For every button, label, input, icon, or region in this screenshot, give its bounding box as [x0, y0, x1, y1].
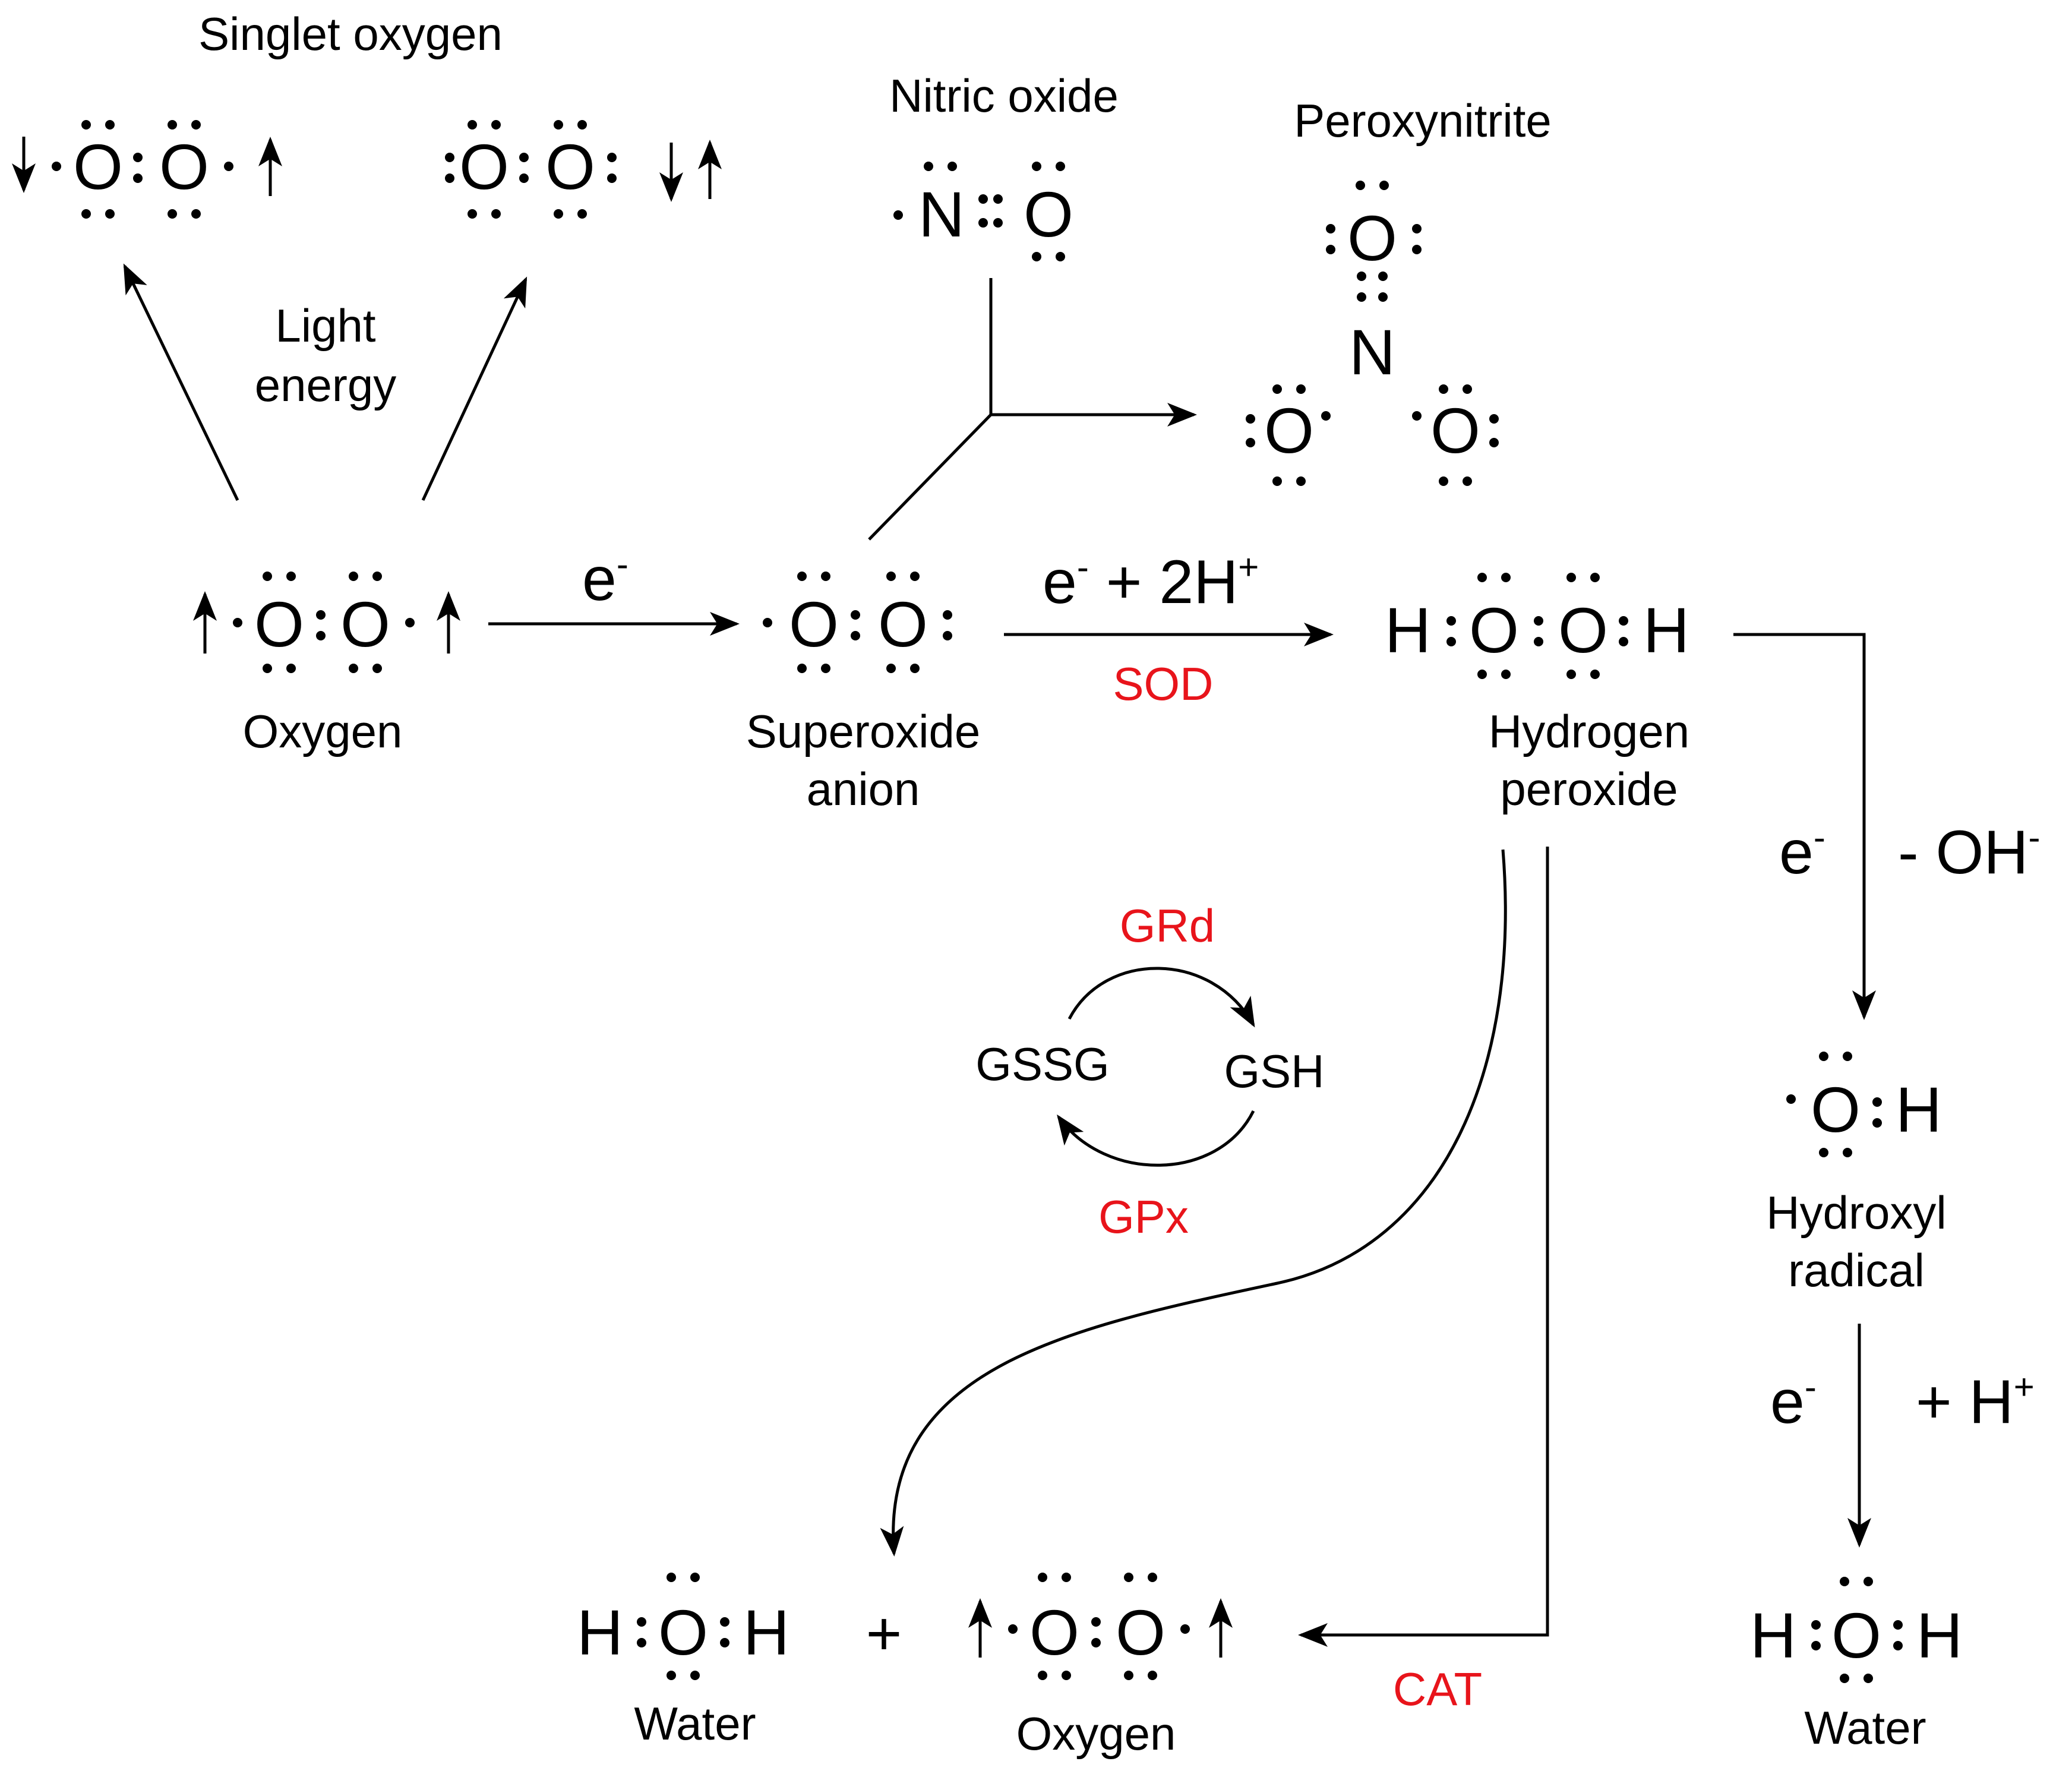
oxygen-atom: O — [1831, 1599, 1881, 1671]
hydrogen-atom: H — [1916, 1599, 1963, 1671]
gsh-label: GSH — [1224, 1045, 1324, 1097]
nitrogen-atom: N — [1349, 316, 1395, 388]
grd-enzyme-label: GRd — [1120, 899, 1215, 952]
oxygen-atom: O — [658, 1596, 708, 1668]
light-arrow-right — [421, 276, 528, 501]
gssg-label: GSSG — [975, 1038, 1109, 1090]
nitric-oxide-label: Nitric oxide — [889, 70, 1119, 122]
superoxide-connector-line — [868, 413, 992, 541]
sod-enzyme-label: SOD — [1113, 658, 1213, 710]
light-energy-label-line2: energy — [255, 359, 397, 411]
oxygen-structure: O O — [193, 572, 460, 673]
superoxide-label-line2: anion — [807, 763, 920, 815]
oxygen-atom: O — [459, 131, 509, 203]
hydrogen-atom: H — [577, 1596, 623, 1668]
hydroxyl-radical-structure: O H — [1786, 1052, 1942, 1157]
oxygen-atom: O — [1024, 178, 1073, 250]
oxygen-atom: O — [1558, 594, 1608, 666]
hydrogen-atom: H — [1750, 1599, 1796, 1671]
water-structure-right: H O H — [1750, 1577, 1963, 1683]
oxygen-atom: O — [1264, 394, 1314, 466]
oxygen-atom: O — [1811, 1074, 1861, 1145]
oxygen-atom: O — [1347, 202, 1397, 274]
hydrogen-atom: H — [1385, 594, 1431, 666]
hydroxide-loss-label: - OH- — [1898, 817, 2041, 887]
light-energy-label-line1: Light — [275, 299, 375, 352]
water-electron-label: e- — [1770, 1367, 1817, 1437]
peroxynitrite-structure: O N O O — [1246, 181, 1499, 486]
singlet-oxygen-structure-2: O O — [445, 120, 722, 219]
oxygen-atom: O — [1469, 594, 1519, 666]
water-structure-left: H O H — [577, 1573, 789, 1680]
singlet-oxygen-structure-1: O O — [12, 120, 282, 219]
electron-label: e- — [582, 544, 628, 614]
hydrogen-peroxide-label-line2: peroxide — [1500, 763, 1678, 815]
hydroxyl-label-line2: radical — [1788, 1244, 1925, 1296]
hydroxyl-electron-label: e- — [1779, 817, 1825, 887]
oxygen-label: Oxygen — [243, 705, 403, 757]
oxygen-atom: O — [73, 131, 123, 203]
grd-arc-arrow — [1067, 967, 1255, 1028]
nitric-oxide-structure: N O — [893, 162, 1073, 261]
gpx-enzyme-label: GPx — [1098, 1191, 1189, 1243]
oxygen-atom: O — [159, 131, 209, 203]
hydrogen-peroxide-label-line1: Hydrogen — [1489, 705, 1689, 757]
gpx-arc-arrow — [1057, 1110, 1255, 1167]
hydrogen-atom: H — [1896, 1074, 1942, 1145]
oxygen-atom: O — [254, 588, 304, 660]
hydrogen-peroxide-structure: H O O H — [1385, 573, 1689, 679]
water-label-right: Water — [1804, 1702, 1926, 1754]
singlet-oxygen-label: Singlet oxygen — [198, 8, 503, 60]
cat-enzyme-label: CAT — [1393, 1663, 1482, 1715]
peroxynitrite-label: Peroxynitrite — [1294, 94, 1552, 147]
h2o2-to-hydroxyl-arrow — [1733, 633, 1876, 1020]
proton-gain-label: + H+ — [1916, 1367, 2035, 1437]
cat-route-arrow — [1298, 847, 1549, 1647]
oxygen-atom: O — [1430, 394, 1480, 466]
oxygen-atom: O — [1116, 1596, 1166, 1668]
oxygen-label-bottom: Oxygen — [1016, 1707, 1176, 1760]
superoxide-reaction-label: e- + 2H+ — [1043, 547, 1259, 617]
gpx-route-arrow — [880, 849, 1507, 1557]
hydrogen-atom: H — [743, 1596, 789, 1668]
oxygen-atom: O — [340, 588, 390, 660]
oxygen-structure-bottom: O O — [968, 1573, 1233, 1680]
hydrogen-atom: H — [1643, 594, 1689, 666]
plus-sign: + — [866, 1599, 902, 1668]
water-label-left: Water — [634, 1697, 756, 1750]
oxygen-atom: O — [545, 131, 595, 203]
hydroxyl-label-line1: Hydroxyl — [1766, 1186, 1946, 1239]
light-arrow-left — [123, 263, 239, 501]
superoxide-label-line1: Superoxide — [746, 705, 981, 757]
oxygen-atom: O — [789, 588, 839, 660]
oxygen-atom: O — [1029, 1596, 1079, 1668]
superoxide-structure: O O — [763, 572, 952, 673]
nitrogen-atom: N — [918, 178, 965, 250]
oxygen-atom: O — [878, 588, 928, 660]
